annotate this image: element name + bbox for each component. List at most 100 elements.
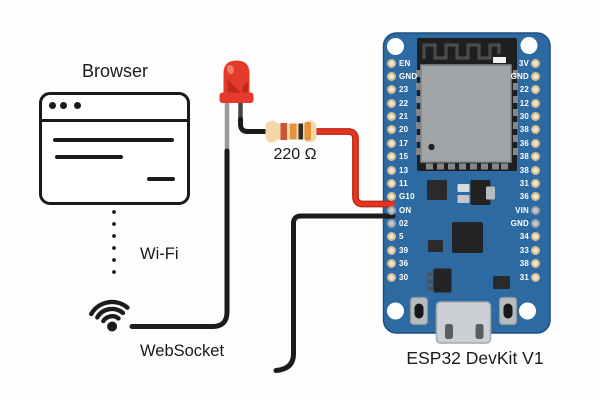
- pin-hole-left-gnd: [386, 71, 396, 81]
- pin-label-right-36: 36: [519, 192, 529, 202]
- pin-hole-right-22: [531, 85, 540, 95]
- resistor-band: [304, 122, 311, 141]
- ground-lead-wire: [273, 213, 396, 373]
- pin-label-left-23: 23: [399, 85, 409, 95]
- mounting-hole: [519, 302, 536, 320]
- resistor-value-label: 220 Ω: [273, 146, 317, 163]
- pin-label-left-02: 02: [399, 219, 409, 228]
- pin-label-left-22: 22: [399, 98, 409, 108]
- pin-hole-left-15: [386, 152, 396, 162]
- pin-label-right-gnd: GND: [510, 219, 529, 228]
- pin-label-left-on: ON: [399, 205, 412, 215]
- pin-label-left-gnd: GND: [399, 71, 418, 81]
- pin-hole-left-en: [386, 58, 396, 68]
- pin-label-right-38: 38: [519, 125, 529, 135]
- pin-hole-left-23: [386, 85, 396, 95]
- chip: [427, 180, 447, 200]
- regulator-tab: [486, 186, 495, 200]
- micro-usb-port: [435, 301, 492, 344]
- usb-uart-chip: [452, 222, 483, 253]
- pin-label-left-13: 13: [399, 165, 409, 175]
- pin-label-right-31: 31: [519, 272, 529, 282]
- wifi-icon: [89, 299, 130, 332]
- pin-hole-right-38: [531, 125, 540, 135]
- resistor-band: [298, 123, 303, 140]
- antenna-trace: [422, 43, 501, 60]
- pin-hole-right-30: [531, 112, 540, 121]
- pin-label-right-3v: 3V: [518, 58, 529, 68]
- resistor-band: [280, 123, 287, 140]
- pin-hole-right-38: [531, 165, 540, 175]
- pin-hole-right-31: [531, 272, 540, 282]
- transistor: [427, 268, 452, 293]
- mounting-hole: [387, 302, 404, 320]
- chip: [428, 240, 443, 252]
- window-dot: [60, 102, 67, 109]
- pin-label-right-38: 38: [519, 152, 529, 162]
- pin-hole-right-gnd: [531, 219, 540, 228]
- pin-hole-right-3v: [531, 58, 540, 68]
- pin-label-right-36: 36: [519, 138, 529, 148]
- pin-hole-left-13: [386, 165, 396, 175]
- castellations: [416, 70, 518, 170]
- content-line: [147, 177, 175, 181]
- pin-hole-right-33: [531, 245, 540, 255]
- mounting-hole: [520, 37, 538, 54]
- pin-hole-left-20: [386, 125, 396, 135]
- pin-hole-left-on: [386, 205, 396, 215]
- pin-label-right-12: 12: [519, 98, 529, 108]
- metal-shield: [420, 64, 512, 163]
- pin-label-left-15: 15: [399, 152, 409, 162]
- voltage-regulator: [470, 180, 491, 205]
- pin-label-left-20: 20: [399, 125, 409, 135]
- pin-hole-right-38: [531, 152, 540, 162]
- led-icon: [219, 60, 254, 103]
- wifi-label: Wi-Fi: [140, 245, 179, 263]
- pin-hole-left-17: [386, 138, 396, 148]
- pin-label-left-39: 39: [399, 245, 409, 255]
- resistor-band: [290, 123, 297, 140]
- pin-hole-left-30: [386, 272, 396, 282]
- signal-wire: [312, 129, 396, 207]
- pin-label-right-vin: VIN: [515, 205, 529, 215]
- led-highlight: [227, 64, 234, 75]
- pin-hole-left-22: [386, 98, 396, 108]
- shield-dot: [428, 143, 435, 151]
- websocket-label: WebSocket: [140, 342, 225, 360]
- pin-hole-left-02: [386, 219, 396, 228]
- boot-button: [409, 296, 429, 326]
- mounting-hole: [387, 38, 404, 55]
- pin-label-left-21: 21: [399, 112, 409, 121]
- window-dot: [74, 102, 81, 109]
- pin-hole-right-38: [531, 259, 540, 269]
- esp32-wroom-module: [416, 38, 518, 171]
- led-to-resistor-wire: [238, 116, 277, 134]
- en-button: [498, 296, 518, 326]
- browser-titlebar: [42, 95, 187, 122]
- board-components: [409, 180, 518, 344]
- pin-label-right-gnd: GND: [510, 71, 529, 81]
- pin-label-right-38: 38: [519, 259, 529, 269]
- pin-hole-left-39: [386, 245, 396, 255]
- chip: [493, 276, 510, 289]
- pin-label-left-30: 30: [399, 272, 409, 282]
- pin-hole-right-31: [531, 178, 540, 188]
- content-line: [53, 138, 174, 142]
- board-name-label: ESP32 DevKit V1: [406, 348, 544, 368]
- browser-label: Browser: [81, 61, 148, 81]
- pin-label-left-17: 17: [399, 138, 409, 148]
- pin-hole-left-36: [386, 259, 396, 269]
- websocket-wire: [129, 148, 230, 329]
- pin-hole-left-11: [386, 178, 396, 188]
- capacitor: [457, 184, 470, 192]
- content-line: [55, 155, 123, 159]
- pin-hole-right-34: [531, 232, 540, 242]
- capacitor: [457, 195, 470, 203]
- pin-label-right-22: 22: [519, 85, 529, 95]
- pin-hole-right-gnd: [531, 71, 540, 81]
- dotted-connection-line: [112, 210, 116, 274]
- pin-label-right-31: 31: [519, 178, 529, 188]
- pin-label-right-30: 30: [519, 112, 529, 121]
- pin-label-right-38: 38: [519, 165, 529, 175]
